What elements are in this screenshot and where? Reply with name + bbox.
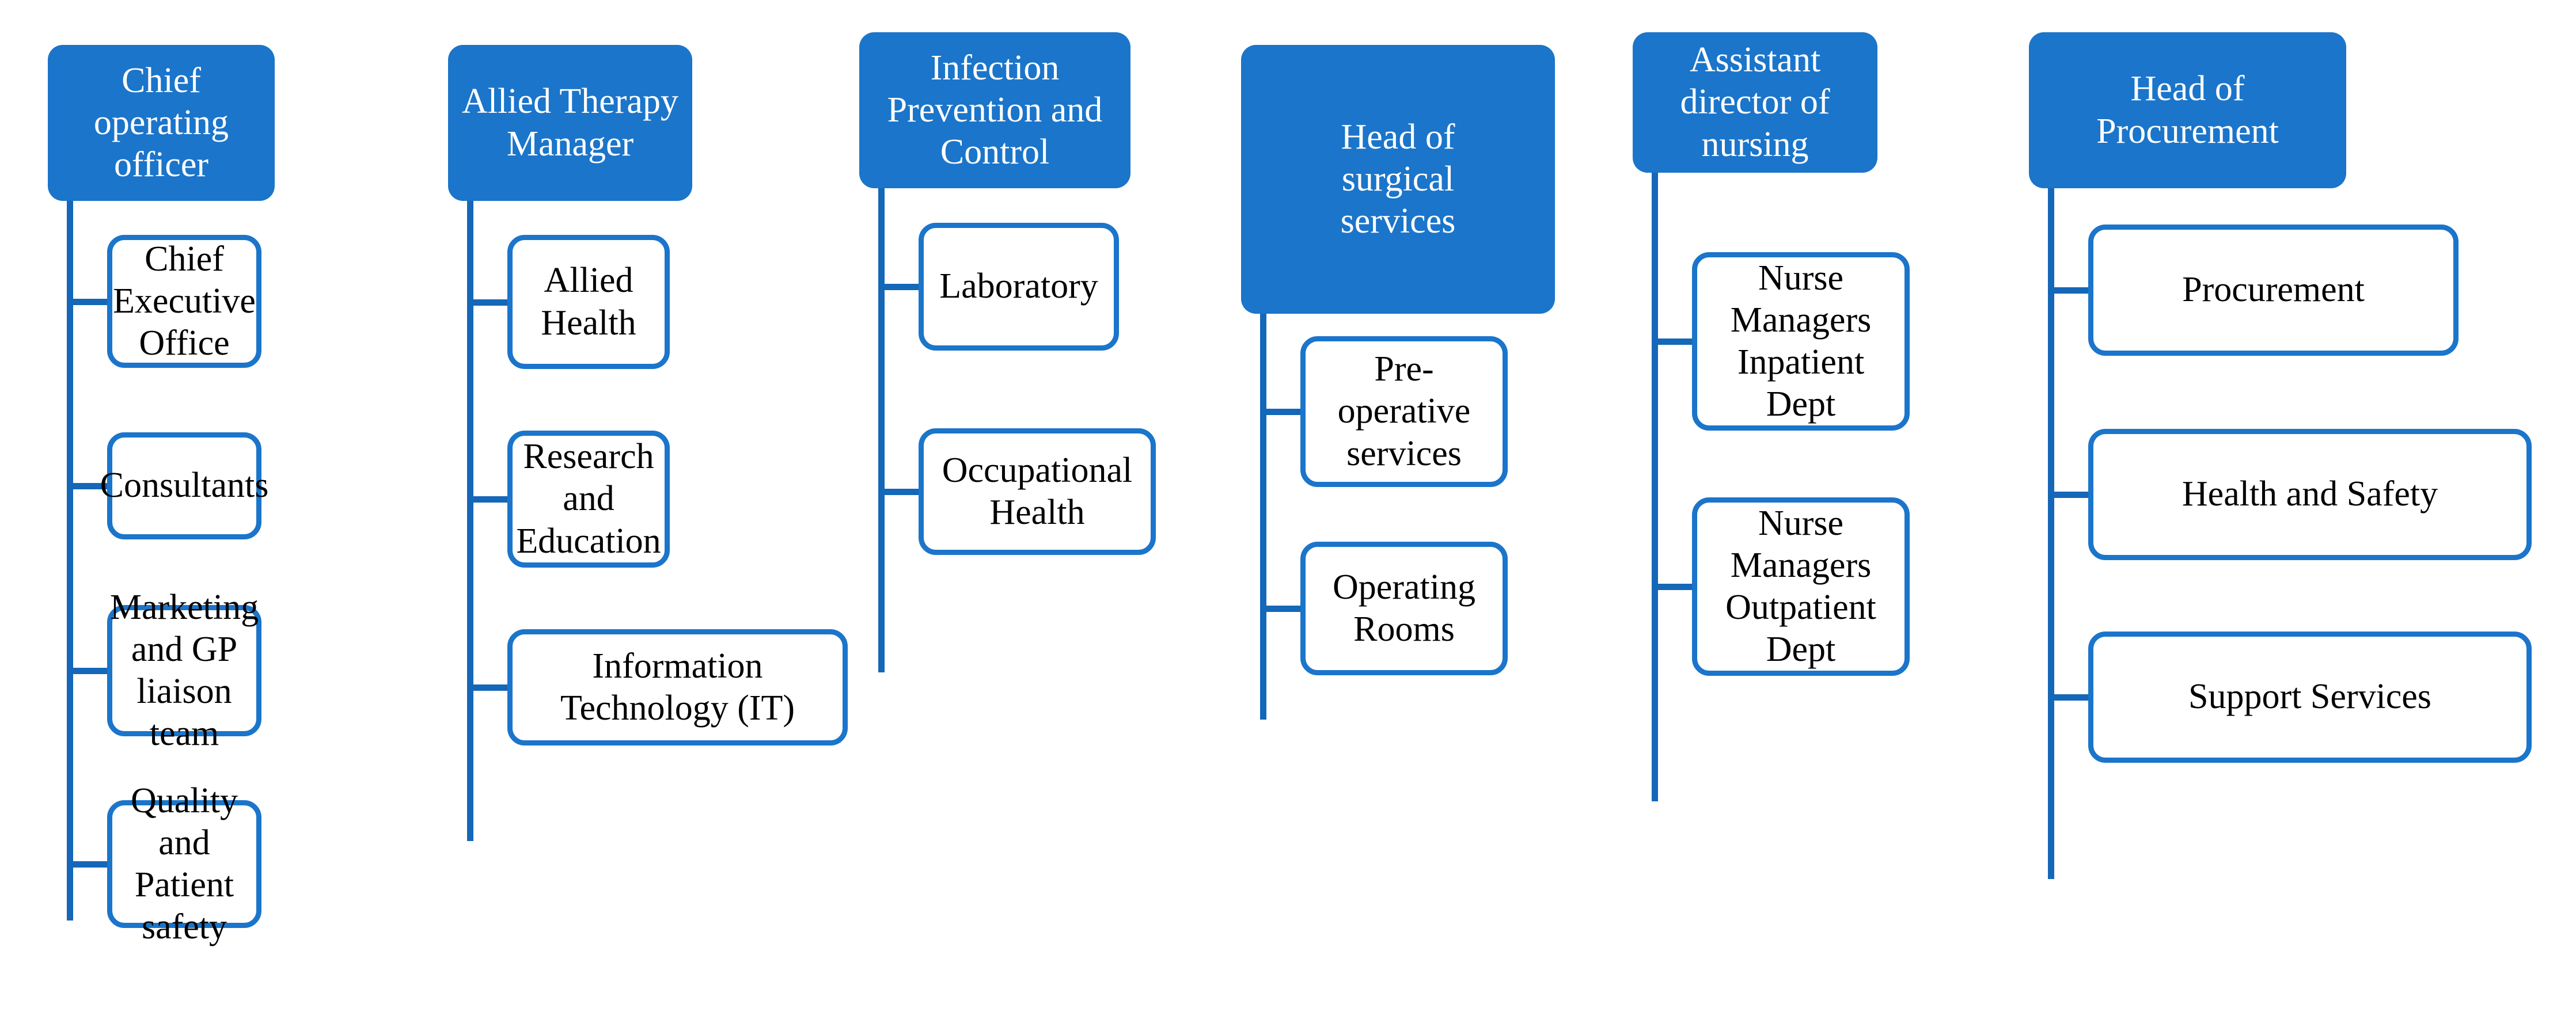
connector-branch-4-1 [1260,409,1300,415]
connector-trunk-3 [878,188,885,672]
connector-branch-6-3 [2048,694,2088,701]
connector-branch-1-1 [67,298,107,305]
connector-branch-5-2 [1652,584,1692,590]
connector-branch-3-1 [878,284,919,290]
child-node-2-3[interactable]: Information Technology (IT) [507,629,848,745]
child-node-5-2[interactable]: Nurse Managers Outpatient Dept [1692,497,1910,676]
child-node-6-2[interactable]: Health and Safety [2088,429,2532,560]
connector-trunk-4 [1260,314,1266,720]
child-node-1-4[interactable]: Quality and Patient safety [107,781,261,946]
child-node-6-1[interactable]: Procurement [2088,225,2459,356]
child-node-3-1[interactable]: Laboratory [919,223,1119,351]
child-node-4-1[interactable]: Pre- operative services [1300,336,1508,487]
header-node-3[interactable]: Infection Prevention and Control [859,32,1130,188]
child-node-4-2[interactable]: Operating Rooms [1300,542,1508,675]
child-node-2-2[interactable]: Research and Education [507,431,670,568]
connector-trunk-1 [67,201,73,921]
connector-trunk-5 [1652,173,1658,801]
connector-branch-2-1 [467,299,507,306]
connector-branch-2-3 [467,684,507,691]
connector-branch-5-1 [1652,338,1692,345]
connector-branch-6-1 [2048,287,2088,294]
header-node-6[interactable]: Head of Procurement [2029,32,2346,188]
child-node-1-1[interactable]: Chief Executive Office [107,235,261,368]
connector-branch-6-2 [2048,492,2088,498]
connector-branch-1-2 [67,483,107,489]
child-node-1-2[interactable]: Consultants [100,432,268,539]
child-node-6-3[interactable]: Support Services [2088,632,2532,763]
connector-trunk-2 [467,201,473,841]
connector-branch-3-2 [878,489,919,495]
connector-branch-1-3 [67,668,107,674]
connector-trunk-6 [2048,188,2054,879]
child-node-3-2[interactable]: Occupational Health [919,428,1156,555]
header-node-2[interactable]: Allied Therapy Manager [448,45,692,201]
child-node-1-3[interactable]: Marketing and GP liaison team [107,588,261,753]
header-node-4[interactable]: Head of surgical services [1241,45,1555,314]
header-node-1[interactable]: Chief operating officer [48,45,275,201]
connector-branch-2-2 [467,496,507,503]
child-node-5-1[interactable]: Nurse Managers Inpatient Dept [1692,252,1910,431]
child-node-2-1[interactable]: Allied Health [507,235,670,369]
connector-branch-1-4 [67,861,107,868]
connector-branch-4-2 [1260,606,1300,612]
header-node-5[interactable]: Assistant director of nursing [1633,32,1877,173]
